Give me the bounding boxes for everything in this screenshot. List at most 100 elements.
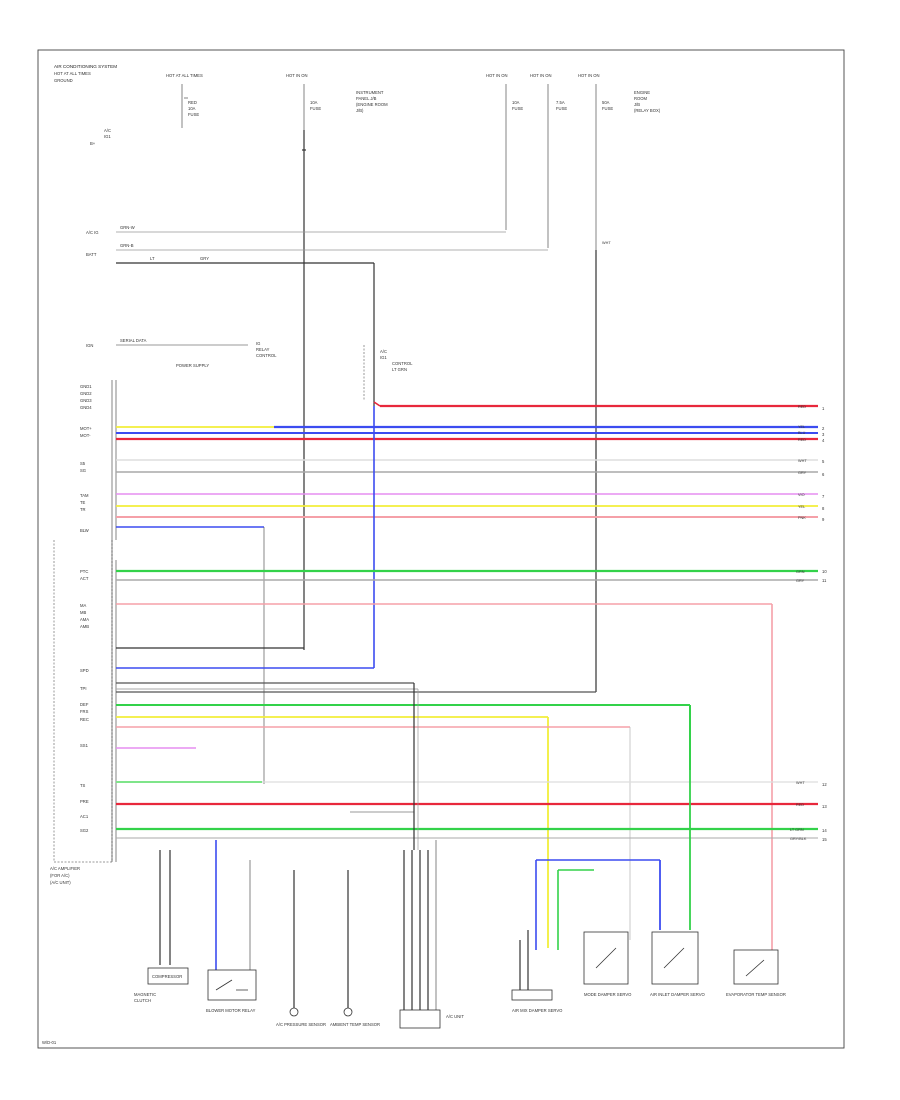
ambient-sensor: AMBIENT TEMP SENSOR [330, 1007, 380, 1027]
fuse-label-2: HOT IN ON [286, 73, 308, 78]
svg-text:TE: TE [80, 500, 86, 505]
svg-text:WHT: WHT [602, 241, 611, 245]
svg-text:BATT: BATT [86, 252, 97, 257]
svg-text:(ENGINE ROOM: (ENGINE ROOM [356, 102, 388, 107]
svg-text:10A: 10A [512, 100, 520, 105]
svg-text:S5: S5 [80, 461, 86, 466]
airmix-servo: AIR MIX DAMPER SERVO [511, 989, 563, 1013]
svg-text:GRY: GRY [796, 579, 805, 583]
svg-text:PANEL J/B: PANEL J/B [356, 96, 377, 101]
svg-text:CLUTCH: CLUTCH [134, 998, 151, 1003]
svg-text:(RELAY BOX): (RELAY BOX) [634, 108, 661, 113]
svg-text:2: 2 [822, 426, 825, 431]
svg-text:7.5A: 7.5A [556, 100, 565, 105]
component-label-9: EVAPORATOR TEMP SENSOR [726, 992, 786, 997]
inlet-servo: AIR INLET DAMPER SERVO [650, 931, 706, 997]
svg-text:J/B: J/B [634, 102, 640, 107]
svg-text:7: 7 [822, 494, 825, 499]
svg-text:RED: RED [188, 100, 197, 105]
component-label-2: BLOWER MOTOR RELAY [206, 1008, 256, 1013]
header-block: AIR CONDITIONING SYSTEM HOT AT ALL TIMES… [54, 64, 117, 146]
svg-text:AMA: AMA [80, 617, 89, 622]
svg-text:J/B): J/B) [356, 108, 364, 113]
footer-code: W/D-01 [42, 1040, 57, 1045]
component-drops [159, 683, 691, 1010]
svg-text:IG: IG [256, 341, 260, 346]
component-label-4: AMBIENT TEMP SENSOR [330, 1022, 380, 1027]
component-label-1: COMPRESSOR [152, 974, 182, 979]
svg-text:FUSE: FUSE [310, 106, 321, 111]
svg-text:14: 14 [822, 828, 827, 833]
svg-text:10: 10 [822, 569, 827, 574]
svg-text:SERIAL DATA: SERIAL DATA [120, 338, 147, 343]
svg-text:6: 6 [822, 472, 825, 477]
svg-text:RED: RED [796, 803, 804, 807]
svg-text:POWER SUPPLY: POWER SUPPLY [176, 363, 209, 368]
svg-text:IG1: IG1 [104, 134, 111, 139]
svg-text:FUSE: FUSE [556, 106, 567, 111]
svg-text:LT: LT [150, 256, 155, 261]
module-pins: GND1 GND2 GND3 GND4 MOT+ MOT- S5 SG TAM … [80, 384, 92, 833]
svg-text:10A: 10A [310, 100, 318, 105]
svg-text:(A/C UNIT): (A/C UNIT) [50, 880, 71, 885]
svg-text:INSTRUMENT: INSTRUMENT [356, 90, 384, 95]
svg-text:4: 4 [822, 438, 825, 443]
middle-signal-lines [116, 569, 818, 978]
title-block-text: AIR CONDITIONING SYSTEM [54, 64, 117, 69]
top-feeds: RED 10A FUSE 10A FUSE 10A FUSE 7.5A FUSE… [181, 84, 613, 692]
svg-text:GND4: GND4 [80, 405, 92, 410]
fuse-label-3: HOT IN ON [486, 73, 508, 78]
component-label-3: A/C PRESSURE SENSOR [276, 1022, 326, 1027]
svg-text:GRN: GRN [796, 570, 805, 574]
svg-text:FUSE: FUSE [512, 106, 523, 111]
svg-text:3: 3 [822, 432, 825, 437]
svg-text:50A: 50A [602, 100, 610, 105]
svg-text:GRY: GRY [798, 471, 807, 475]
trunk-lines: A/C IG1 CONTROL LT GRN [116, 345, 413, 669]
fuse-label-5: HOT IN ON [578, 73, 600, 78]
mode-servo: MODE DAMPER SERVO [583, 931, 632, 997]
svg-text:TAM: TAM [80, 493, 89, 498]
svg-text:CONTROL: CONTROL [256, 353, 277, 358]
module-label: A/C AMPLIFIER [50, 866, 80, 871]
svg-text:WHT: WHT [796, 781, 805, 785]
svg-text:1: 1 [822, 406, 825, 411]
svg-text:TPI: TPI [80, 686, 87, 691]
svg-text:MAGNETIC: MAGNETIC [134, 992, 156, 997]
svg-text:FUSE: FUSE [188, 112, 199, 117]
svg-text:FUSE: FUSE [602, 106, 613, 111]
svg-text:A/C: A/C [380, 349, 387, 354]
svg-text:REC: REC [80, 717, 89, 722]
svg-text:GRY: GRY [200, 256, 209, 261]
svg-text:YEL: YEL [798, 425, 805, 429]
component-label-7: MODE DAMPER SERVO [584, 992, 632, 997]
svg-text:11: 11 [822, 578, 827, 583]
svg-text:LT GRN: LT GRN [392, 367, 407, 372]
ac-unit: A/C UNIT [399, 1009, 464, 1029]
svg-text:GROUND: GROUND [54, 78, 73, 83]
svg-text:GRY/BLK: GRY/BLK [790, 837, 807, 841]
svg-text:AMB: AMB [80, 624, 89, 629]
svg-text:MA: MA [80, 603, 86, 608]
svg-text:RED: RED [798, 405, 806, 409]
svg-text:10A: 10A [188, 106, 196, 111]
right-labels-lower: GRN GRY WHT RED LT GRN GRY/BLK 10 11 12 … [790, 569, 827, 842]
upper-signal-lines [116, 401, 818, 784]
svg-text:9: 9 [822, 517, 825, 522]
svg-text:BLU: BLU [798, 431, 806, 435]
svg-text:GND2: GND2 [80, 391, 92, 396]
svg-text:(FOR A/C): (FOR A/C) [50, 873, 70, 878]
svg-text:MOT-: MOT- [80, 433, 91, 438]
svg-text:MB: MB [80, 610, 86, 615]
svg-text:RELAY: RELAY [256, 347, 270, 352]
svg-text:AC1: AC1 [80, 814, 89, 819]
diagram-frame [37, 49, 845, 1049]
blower-relay: BLOWER MOTOR RELAY [206, 969, 257, 1013]
svg-text:CONTROL: CONTROL [392, 361, 413, 366]
svg-text:SG: SG [80, 468, 86, 473]
component-label-8: AIR INLET DAMPER SERVO [650, 992, 706, 997]
svg-text:MOT+: MOT+ [80, 426, 92, 431]
svg-text:GND3: GND3 [80, 398, 92, 403]
svg-text:5: 5 [822, 459, 825, 464]
